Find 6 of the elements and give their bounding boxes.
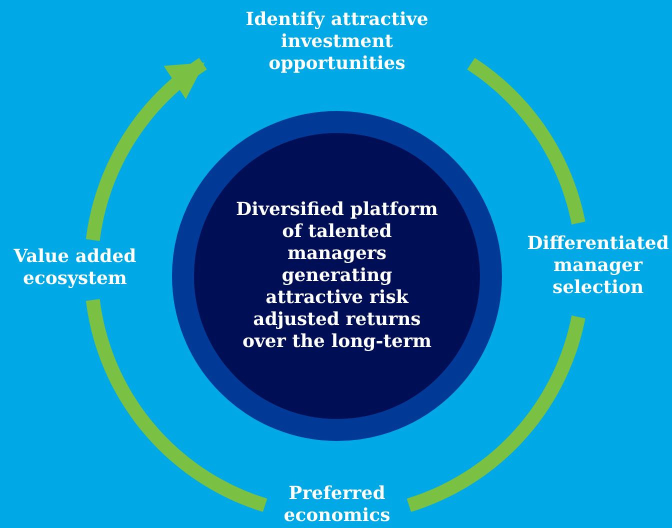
step-label: Differentiated manager selection	[524, 233, 672, 299]
step-label: Identify attractive investment opportunities	[222, 9, 452, 75]
cycle-arrow	[86, 58, 207, 242]
step-label: Preferred economics	[262, 483, 412, 527]
circle-text: Diversified platform of talented managers generating attractive risk adjusted returns over the long-term	[235, 199, 439, 353]
step-label: Value added ecosystem	[2, 246, 148, 290]
